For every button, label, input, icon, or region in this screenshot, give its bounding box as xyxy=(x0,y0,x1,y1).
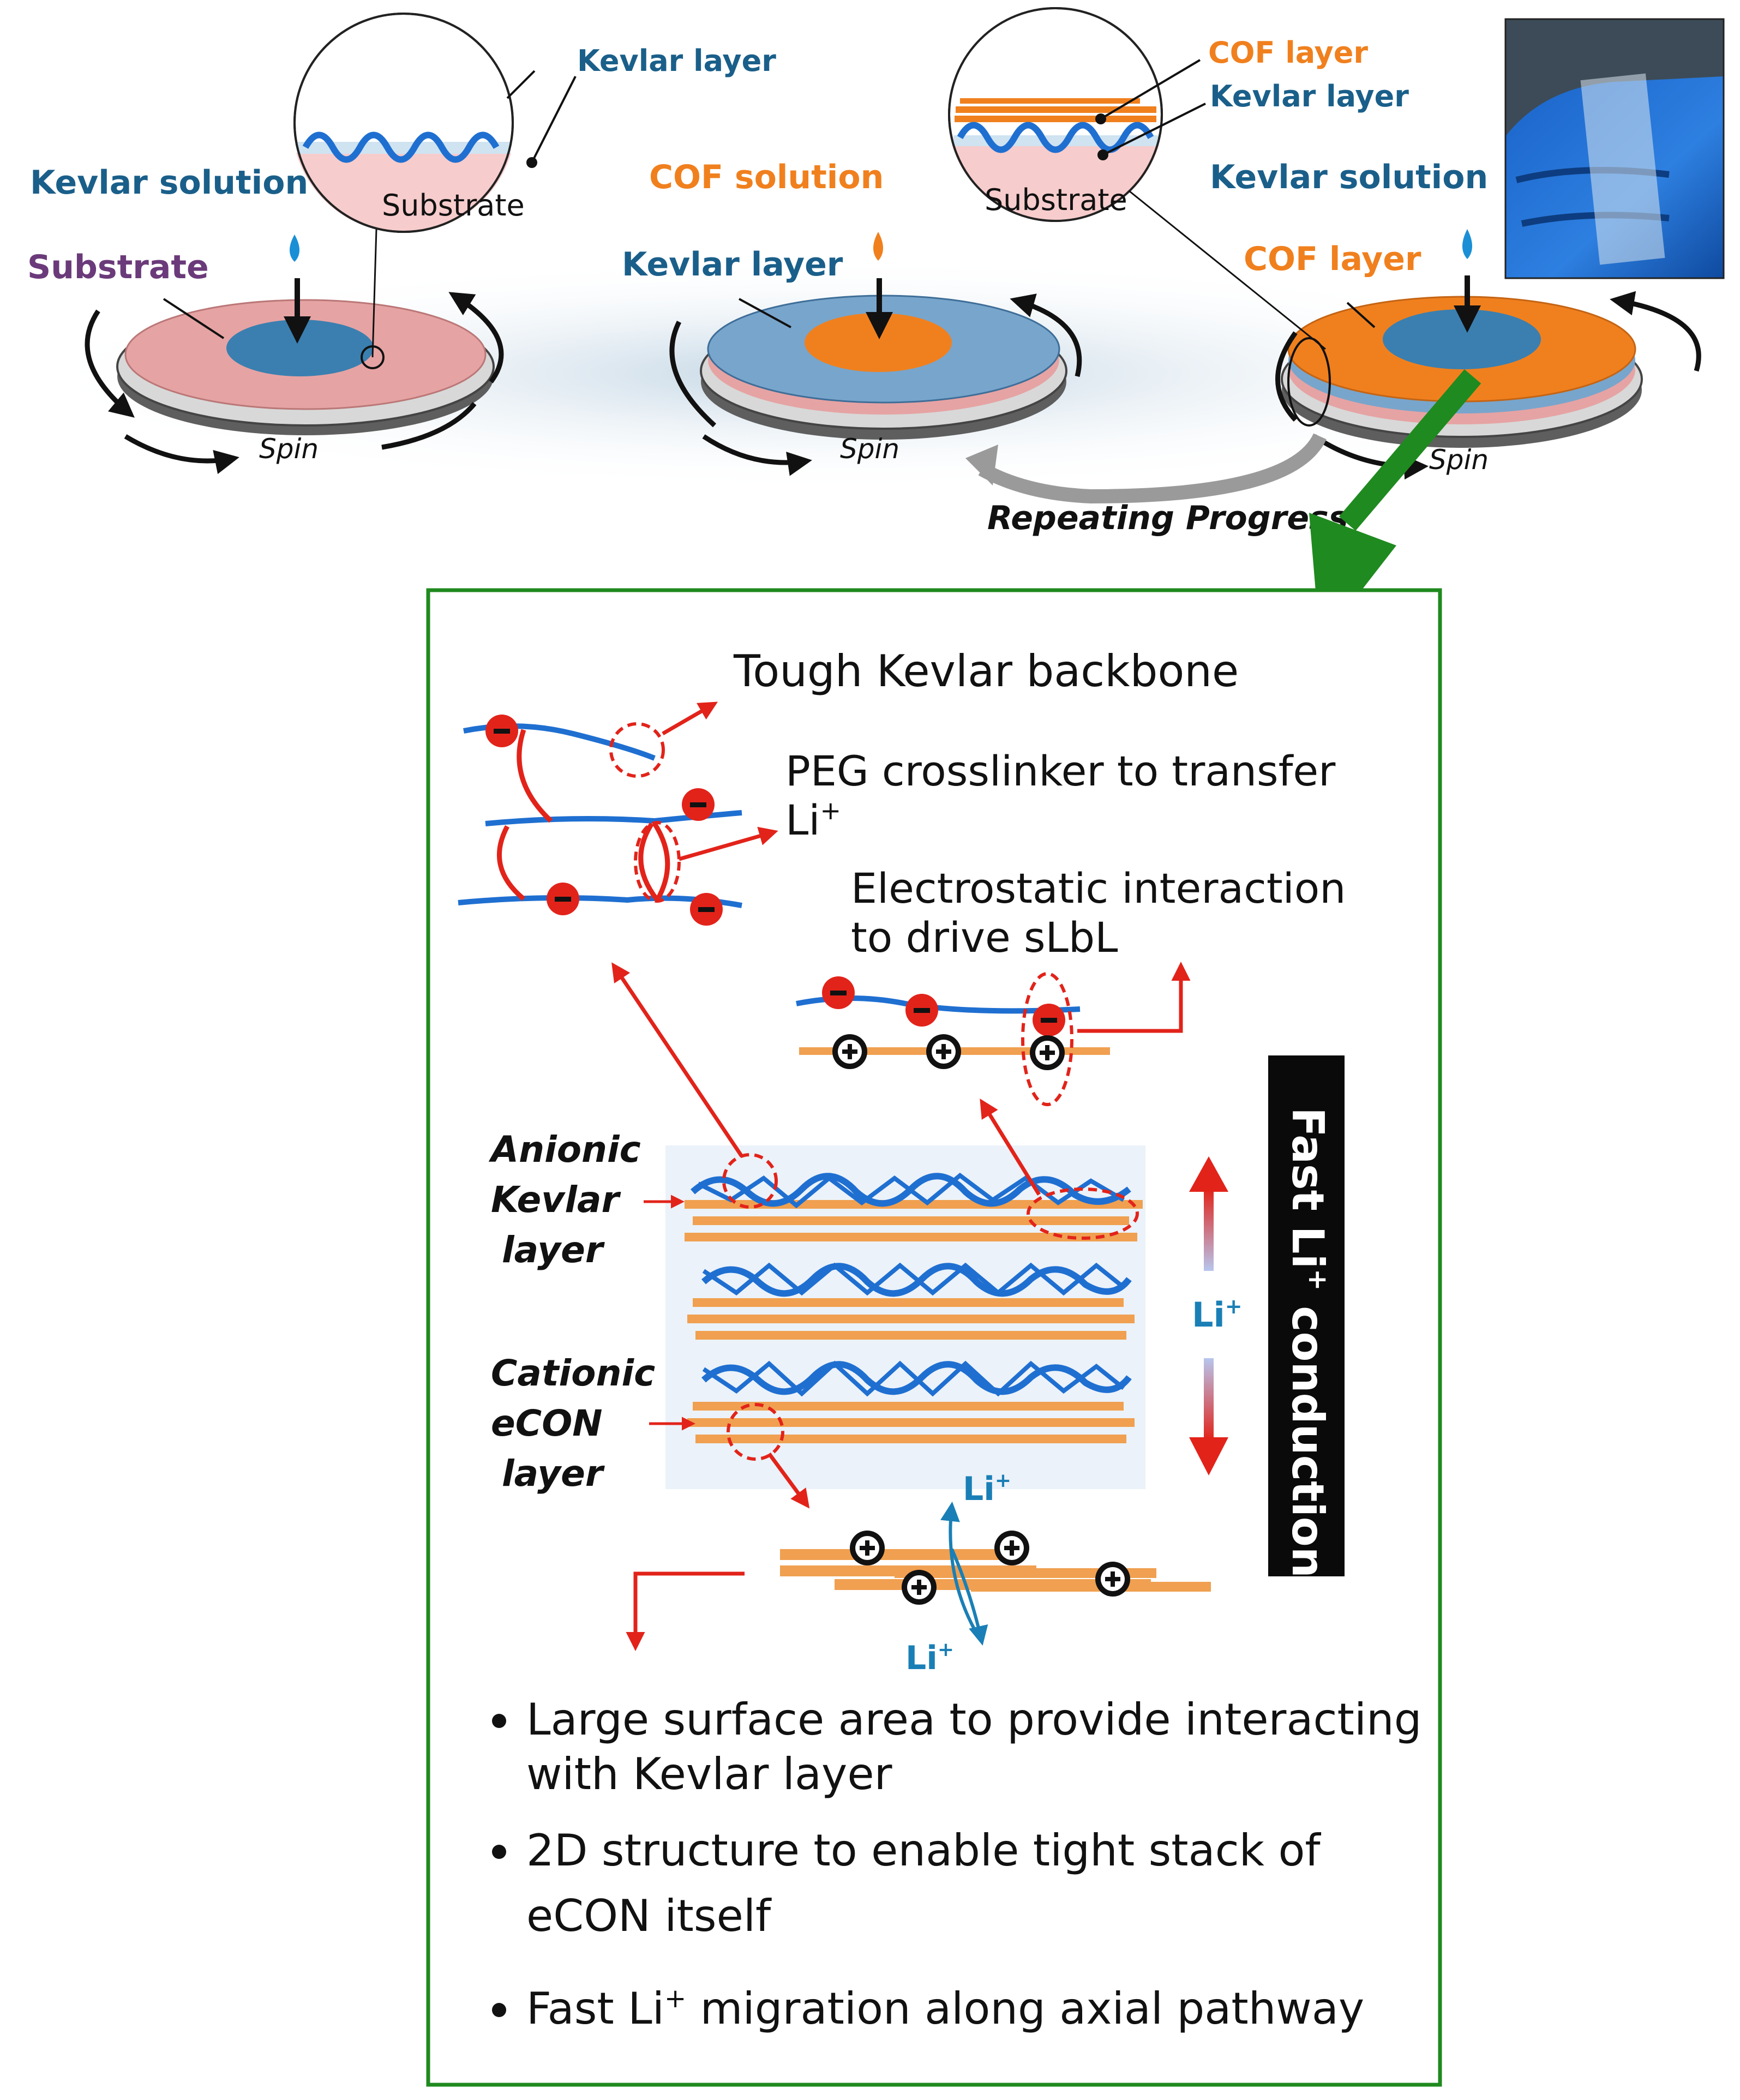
bullet-dot-3 xyxy=(492,2003,506,2017)
stack-to-econ-pointer xyxy=(767,1452,810,1509)
bullet-1-line2: with Kevlar layer xyxy=(526,1749,892,1799)
spin-label-2: Spin xyxy=(840,433,899,465)
electro-text-line1: Electrostatic interaction xyxy=(851,864,1346,913)
cationic-label-3: layer xyxy=(502,1453,605,1495)
backbone-pointer xyxy=(662,701,718,736)
cof-layer-label-3: COF layer xyxy=(1244,240,1421,278)
repeating-arrow xyxy=(978,433,1327,504)
spin-coater-3 xyxy=(1275,229,1701,480)
layered-stack xyxy=(665,1145,1145,1489)
film-photo xyxy=(1504,18,1725,279)
anionic-label-2: Kevlar xyxy=(491,1179,621,1221)
peg-text-line2: Li+ xyxy=(785,796,841,844)
green-zoom-arrow xyxy=(1339,369,1481,531)
li-top-label: Li+ xyxy=(963,1469,1011,1508)
cationic-label-1: Cationic xyxy=(491,1352,655,1394)
li-conduction-arrows xyxy=(1189,1156,1228,1475)
bullet-3: Fast Li+ migration along axial pathway xyxy=(526,1983,1364,2034)
cationic-label-2: eCON xyxy=(491,1402,603,1444)
inset-cof-layer-label: COF layer xyxy=(1208,35,1368,70)
inset-kevlar-layer-label-1: Kevlar layer xyxy=(577,44,776,78)
kevlar-solution-label-3: Kevlar solution xyxy=(1210,158,1488,196)
backbone-highlight xyxy=(609,722,665,778)
peg-text-line1: PEG crosslinker to transfer xyxy=(785,747,1336,795)
kevlar-layer-label-2: Kevlar layer xyxy=(622,245,843,284)
cof-solution-label: COF solution xyxy=(649,158,884,196)
stack-to-electro-pointer xyxy=(980,1099,1041,1196)
stack-to-chains-pointer xyxy=(611,962,743,1157)
fast-conduction-label: Fast Li+ conduction xyxy=(1282,1107,1333,1578)
bullet-2-line1: 2D structure to enable tight stack of xyxy=(526,1825,1321,1876)
peg-pointer xyxy=(679,826,778,861)
peg-highlight xyxy=(634,821,681,903)
bullet-1-line1: Large surface area to provide interactin… xyxy=(526,1694,1422,1745)
inset-substrate-label-1: Substrate xyxy=(382,188,525,223)
substrate-label-1: Substrate xyxy=(27,248,209,286)
electrostatic-detail xyxy=(796,962,1191,1106)
inset-magnifier-1 xyxy=(293,13,577,358)
peg-crosslinkers xyxy=(497,729,670,902)
fast-conduction-bar xyxy=(1268,1055,1345,1576)
inset-kevlar-layer-label-3: Kevlar layer xyxy=(1210,79,1409,113)
bullet-2-line2: eCON itself xyxy=(526,1891,772,1941)
bullet-dot-1 xyxy=(492,1714,506,1728)
kevlar-solution-label-1: Kevlar solution xyxy=(30,164,308,202)
spin-coater-1 xyxy=(85,235,504,475)
spin-label-1: Spin xyxy=(259,433,319,465)
bullet-dot-2 xyxy=(492,1845,506,1859)
tough-backbone-text: Tough Kevlar backbone xyxy=(733,646,1239,697)
li-mid-label: Li+ xyxy=(1192,1294,1243,1335)
li-bottom-label: Li+ xyxy=(905,1639,954,1677)
inset-magnifier-3 xyxy=(948,7,1326,350)
anionic-label-1: Anionic xyxy=(488,1129,641,1171)
inset-substrate-label-3: Substrate xyxy=(985,183,1127,217)
anionic-label-3: layer xyxy=(502,1229,605,1271)
electro-text-line2: to drive sLbL xyxy=(851,913,1118,962)
spin-label-3: Spin xyxy=(1429,444,1489,476)
repeating-progress-label: Repeating Progress xyxy=(987,499,1348,537)
repeating-arrow-head xyxy=(965,445,998,485)
econ-detail xyxy=(626,1501,1211,1651)
spin-coater-2 xyxy=(669,232,1082,476)
